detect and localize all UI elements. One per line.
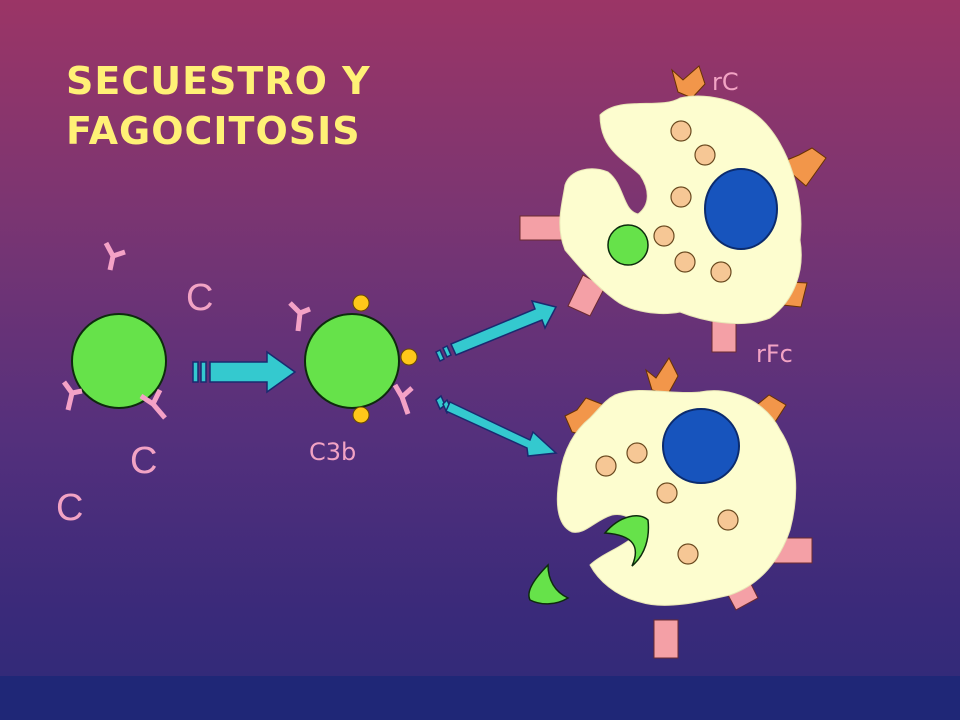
antibodies-left	[61, 241, 167, 420]
antibodies-middle	[288, 301, 414, 415]
rc-label: rC	[712, 68, 739, 96]
opsonized-cell	[304, 313, 400, 409]
slide-title: SECUESTRO Y FAGOCITOSIS	[66, 56, 371, 156]
fragment-inside	[603, 515, 650, 567]
rfc-label: rFc	[756, 340, 793, 368]
antibody-bound-right	[139, 388, 167, 420]
granules-top	[653, 120, 732, 283]
phagocyte-top	[519, 65, 827, 353]
nucleus-bottom	[662, 408, 740, 484]
fragment-outside	[528, 563, 570, 605]
antibody-mid-top	[288, 301, 311, 332]
antibody-free	[103, 241, 126, 271]
bottom-band	[0, 676, 960, 720]
target-cell	[71, 313, 167, 409]
title-line-2: FAGOCITOSIS	[66, 109, 361, 153]
c3b-dots	[352, 294, 418, 424]
cell-fragments	[528, 515, 650, 605]
arrow-to-bottom-phagocyte	[435, 394, 558, 457]
antibody-bound-left	[61, 380, 83, 411]
ingested-cell-top	[607, 224, 649, 266]
complement-label-3: C	[56, 487, 83, 529]
complement-label-2: C	[130, 440, 157, 482]
arrow-to-top-phagocyte	[435, 299, 558, 363]
granules-bottom	[595, 442, 739, 565]
antibody-mid-right	[392, 383, 414, 415]
nucleus-top	[704, 168, 778, 250]
c3b-label: C3b	[309, 438, 356, 466]
phagocyte-top-body	[559, 95, 802, 325]
arrow-to-opsonized	[192, 350, 297, 394]
phagocyte-bottom	[528, 356, 813, 659]
complement-label-1: C	[186, 277, 213, 319]
title-line-1: SECUESTRO Y	[66, 59, 371, 103]
